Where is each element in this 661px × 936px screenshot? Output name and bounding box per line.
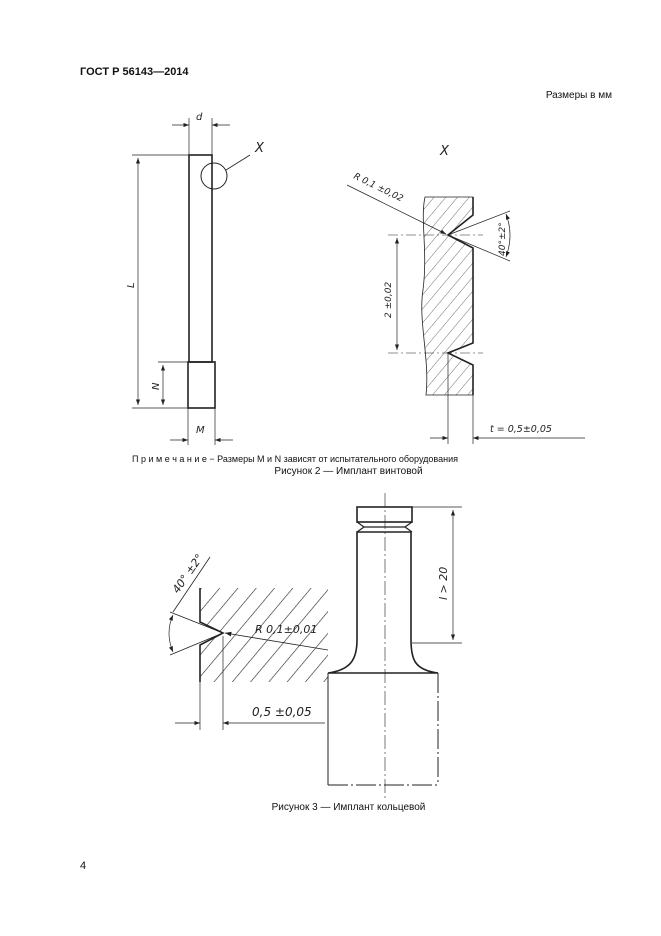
- label-length-fig3: l > 20: [437, 567, 450, 600]
- figure3-caption: Рисунок 3 — Имплант кольцевой: [271, 802, 426, 813]
- label-radius-fig2: R 0,1 ±0,02: [352, 172, 405, 205]
- label-angle-fig2: 40°±2°: [498, 222, 508, 256]
- label-M: M: [196, 425, 205, 436]
- page-number: 4: [80, 860, 87, 872]
- figure2-note: П р и м е ч а н и е − Размеры M и N зави…: [132, 454, 458, 464]
- label-pitch: 2 ±0,02: [384, 282, 394, 318]
- figure2-caption: Рисунок 2 — Имплант винтовой: [274, 466, 423, 477]
- label-N: N: [151, 382, 162, 390]
- label-t: t = 0,5±0,05: [490, 424, 552, 435]
- label-depth-fig3: 0,5 ±0,05: [252, 705, 312, 719]
- label-radius-fig3: R 0,1±0,01: [255, 623, 317, 636]
- standard-number: ГОСТ Р 56143—2014: [80, 66, 189, 78]
- label-d: d: [196, 112, 203, 123]
- label-x-callout: X: [254, 141, 265, 156]
- label-x-detail: X: [439, 144, 450, 159]
- screw-implant-view: [132, 118, 251, 445]
- ring-implant-view: [168, 493, 462, 800]
- label-L: L: [126, 282, 137, 288]
- thread-detail-x: [346, 184, 585, 444]
- units-note: Размеры в мм: [545, 90, 612, 101]
